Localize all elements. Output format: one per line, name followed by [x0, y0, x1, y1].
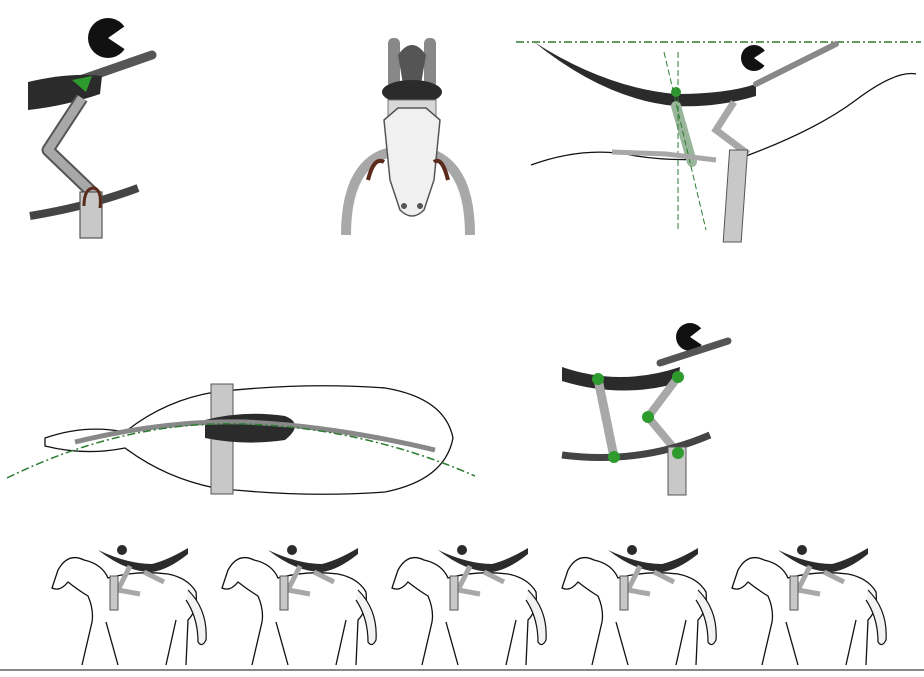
- rider-head-small: [287, 545, 297, 555]
- top-view-panel: [5, 370, 475, 510]
- joints-drawing: [560, 315, 730, 497]
- saddle-pad-small: [790, 576, 798, 610]
- rider-thigh-joints: [598, 379, 614, 457]
- rider-head-small: [117, 545, 127, 555]
- rider-silhouette: [268, 548, 358, 572]
- front-view-panel: [338, 30, 478, 240]
- rider-arm-side: [756, 44, 836, 84]
- rider-head-small: [457, 545, 467, 555]
- rider-silhouette: [608, 548, 698, 572]
- knee-joint: [642, 411, 654, 423]
- gait-sequence-panel: [0, 530, 924, 677]
- side-angles-panel: [516, 30, 921, 245]
- horse-neck-line: [746, 74, 916, 156]
- saddle-pad-small: [110, 576, 118, 610]
- nostril-right: [417, 203, 423, 209]
- rider-silhouette: [98, 548, 188, 572]
- gait-frame-3: [392, 545, 546, 665]
- gait-frame-5: [732, 545, 886, 665]
- rider-torso-side: [534, 42, 756, 106]
- front-view-drawing: [338, 30, 478, 240]
- gait-sequence-drawing: [0, 530, 924, 677]
- rider-head-small: [797, 545, 807, 555]
- ankle-joint: [608, 451, 620, 463]
- saddle-pad-small: [450, 576, 458, 610]
- saddle-pad-small: [620, 576, 628, 610]
- side-closeup-drawing: [20, 10, 170, 240]
- saddle-pad-side: [723, 150, 747, 242]
- rider-top: [205, 414, 295, 443]
- top-view-drawing: [5, 370, 475, 510]
- shoulder-joint: [672, 371, 684, 383]
- rider-head-small: [627, 545, 637, 555]
- gait-frame-4: [562, 545, 716, 665]
- hip-joint: [592, 373, 604, 385]
- foot-joint: [672, 447, 684, 459]
- rider-silhouette: [778, 548, 868, 572]
- rider-torso-joints: [562, 367, 680, 391]
- rider-silhouette: [438, 548, 528, 572]
- saddle-pad-small: [280, 576, 288, 610]
- side-angles-drawing: [516, 30, 921, 245]
- horse-head-front: [384, 108, 440, 216]
- joints-panel: [560, 315, 730, 497]
- gait-frame-2: [222, 545, 376, 665]
- nostril-left: [401, 203, 407, 209]
- horse-back-joints: [562, 435, 710, 458]
- slanted-guide: [664, 52, 706, 230]
- rider-right-arm: [424, 38, 436, 88]
- rider-leg-side: [716, 102, 748, 154]
- rider-left-arm: [388, 38, 400, 88]
- rider-torso: [28, 75, 102, 110]
- side-closeup-panel: [20, 10, 170, 240]
- gait-frame-1: [52, 545, 206, 665]
